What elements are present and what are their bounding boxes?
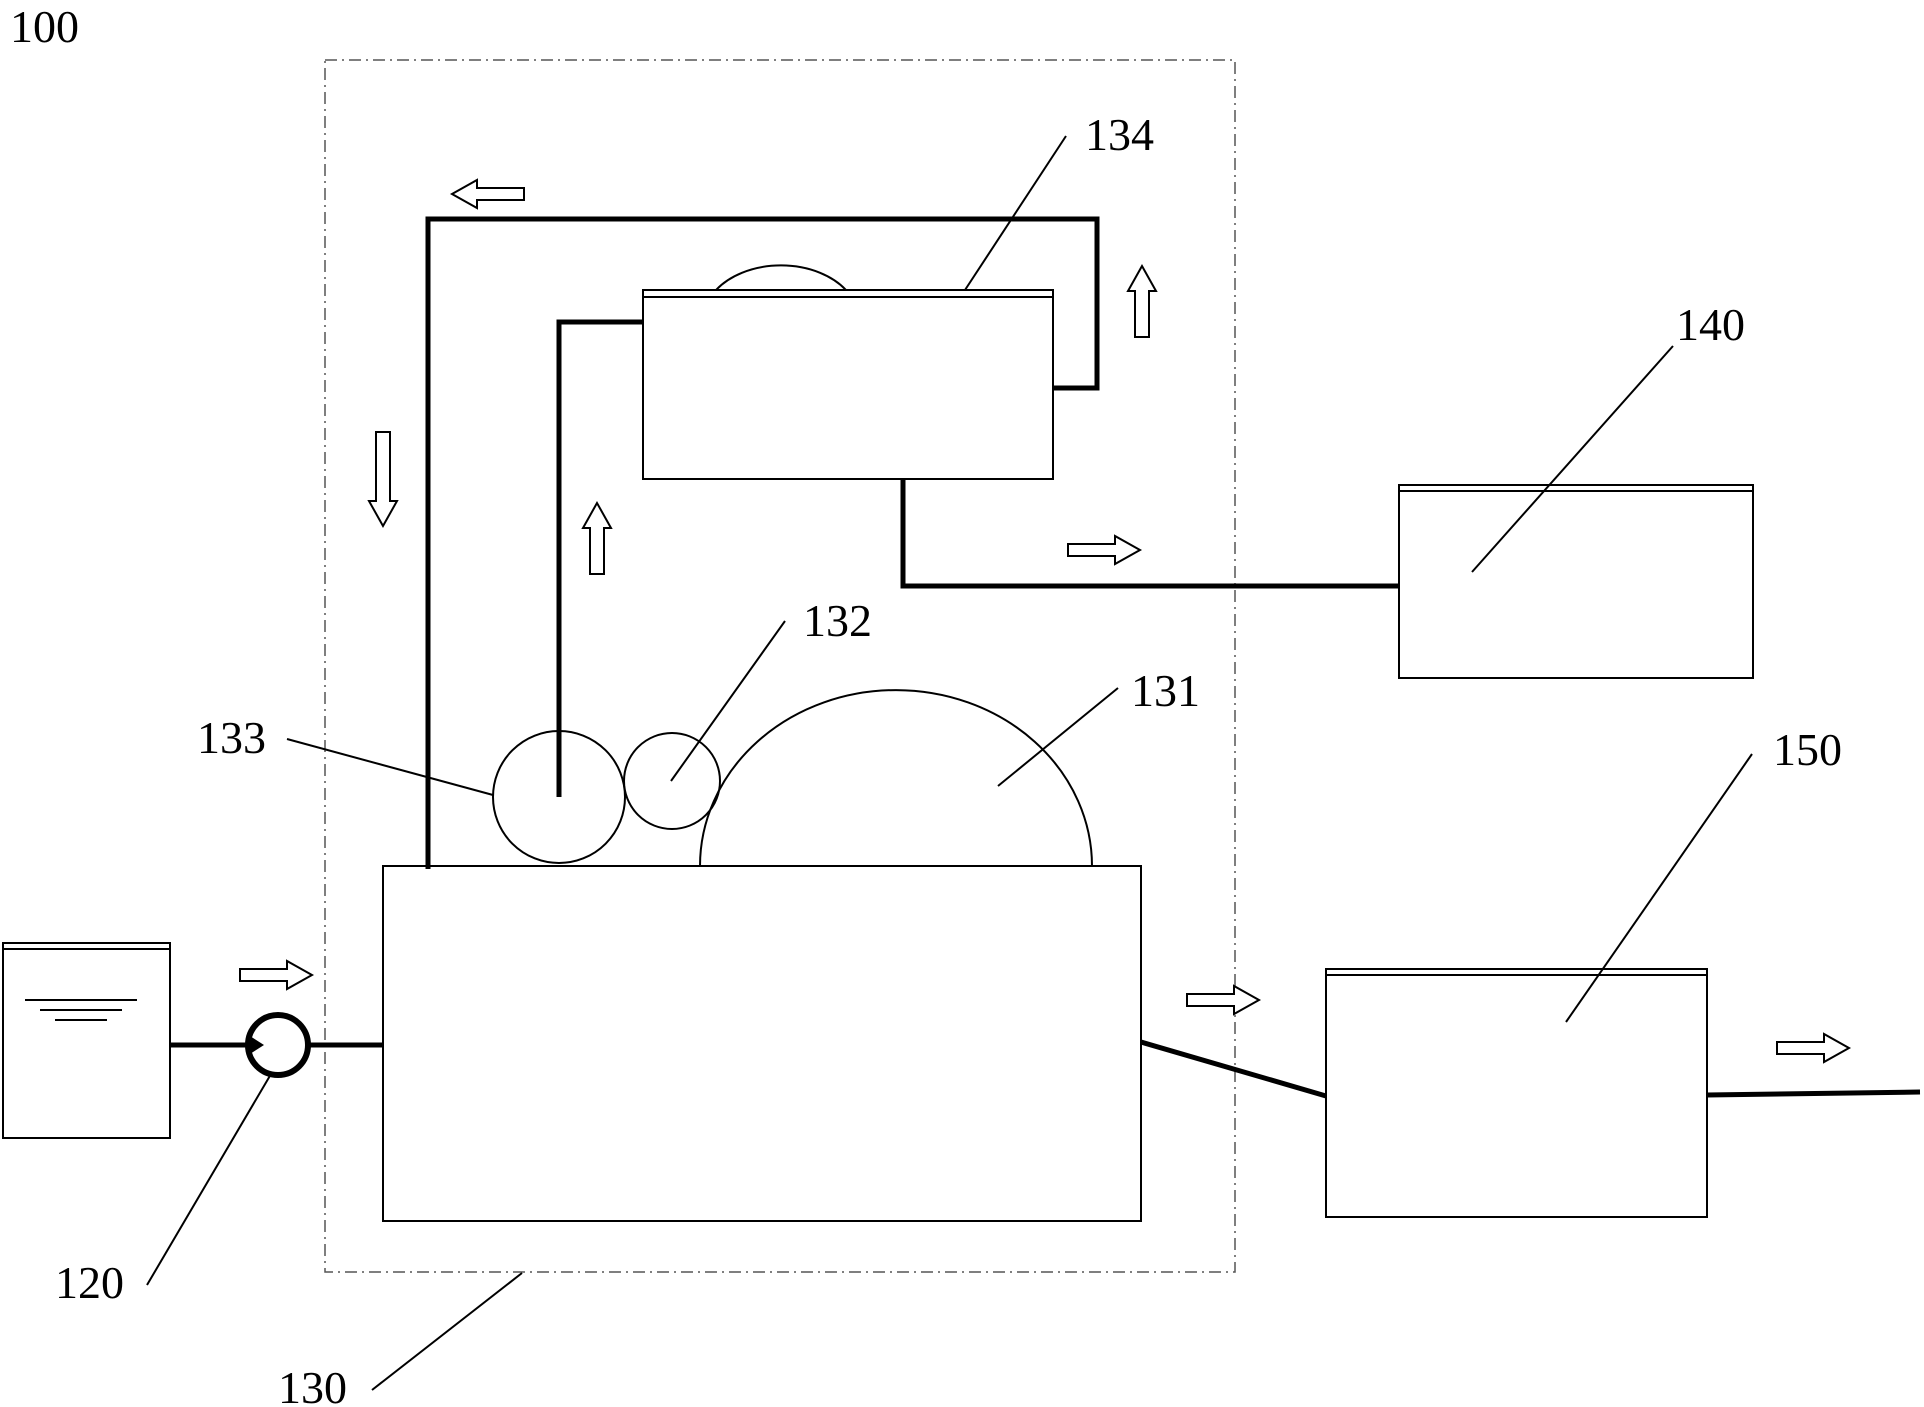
leader-120: [146, 1073, 272, 1286]
main-reactor-box: [382, 865, 1142, 1222]
label-130: 130: [278, 1362, 347, 1407]
leader-133: [286, 738, 494, 796]
source-tank: [2, 942, 171, 1139]
tank-140: [1398, 484, 1754, 679]
unit-130-boundary: [324, 59, 1236, 1273]
leader-134: [964, 135, 1067, 291]
label-131: 131: [1131, 665, 1200, 716]
flow-arrow-down-icon: [367, 431, 399, 529]
flow-arrow-left-icon: [449, 178, 525, 210]
label-132: 132: [803, 595, 872, 646]
leader-140: [1471, 345, 1674, 573]
flow-arrow-right-icon: [1186, 984, 1262, 1016]
circle-132: [623, 732, 721, 830]
flow-arrow-right-icon: [1067, 534, 1143, 566]
dome-131: [699, 689, 1093, 867]
label-140: 140: [1676, 299, 1745, 350]
upper-tank-134: [642, 289, 1054, 480]
flow-arrow-right-icon: [239, 959, 315, 991]
discharge-pipe: [1706, 1089, 1921, 1098]
transfer-pipe-150: [1140, 1039, 1327, 1099]
figure-number: 100: [10, 1, 79, 52]
upper-tank-dome: [715, 264, 847, 291]
label-120: 120: [55, 1257, 124, 1308]
leader-130: [371, 1272, 523, 1391]
pump-direction-icon: [250, 1036, 264, 1054]
tank-150: [1325, 968, 1708, 1218]
return-loop-pipe: [425, 216, 1100, 869]
label-133: 133: [197, 712, 266, 763]
leader-132: [670, 620, 786, 782]
flow-arrow-right-icon: [1776, 1032, 1852, 1064]
transfer-pipe-140: [900, 479, 1399, 589]
leader-150: [1565, 753, 1753, 1023]
riser-pipe: [556, 319, 643, 797]
label-134: 134: [1085, 109, 1154, 160]
flow-arrow-up-icon: [1126, 263, 1158, 338]
label-150: 150: [1773, 724, 1842, 775]
leader-131: [997, 687, 1119, 787]
flow-arrow-up-icon: [581, 500, 613, 575]
